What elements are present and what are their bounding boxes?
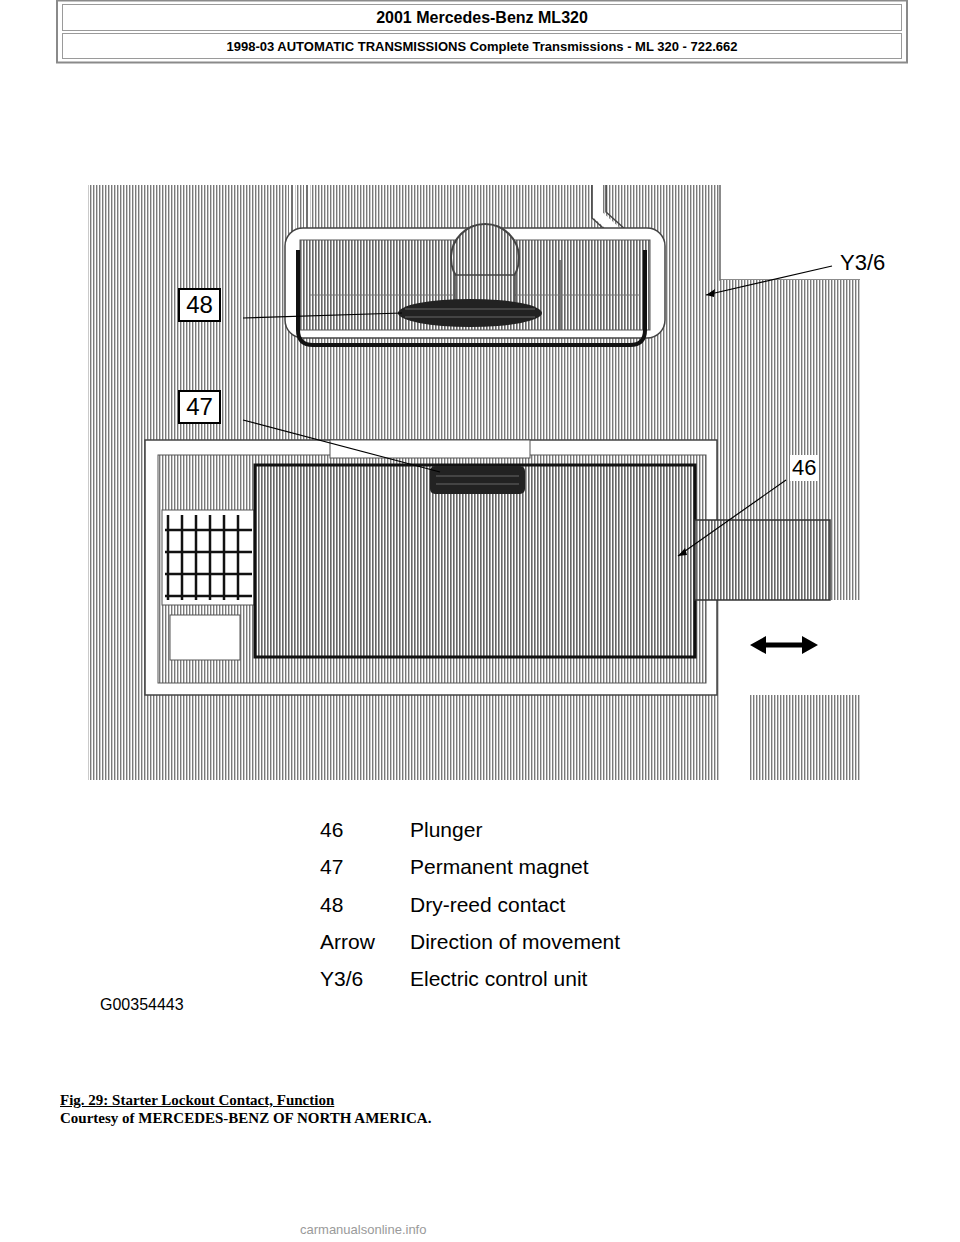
callout-box: 47: [178, 390, 221, 424]
legend-number: 48: [320, 893, 343, 917]
callout-box: 48: [178, 288, 221, 322]
legend-text: Dry-reed contact: [410, 893, 565, 917]
node-text: 47: [186, 393, 213, 421]
legend-number: 46: [320, 818, 343, 842]
header-subtitle-band: 1998-03 AUTOMATIC TRANSMISSIONS Complete…: [62, 33, 902, 59]
legend-number: Y3/6: [320, 967, 363, 991]
legend-text: Permanent magnet: [410, 855, 589, 879]
callout-label: Y3/6: [838, 250, 887, 276]
callout-number: 46: [790, 455, 818, 481]
legend-text: Plunger: [410, 818, 482, 842]
legend-text: Electric control unit: [410, 967, 587, 991]
legend-text: Direction of movement: [410, 930, 620, 954]
node-text: 2001 Mercedes-Benz ML320: [376, 9, 588, 27]
watermark: carmanualsonline.info: [300, 1222, 426, 1237]
node-text: 1998-03 AUTOMATIC TRANSMISSIONS Complete…: [226, 39, 737, 54]
node-text: 48: [186, 291, 213, 319]
figure-code: G00354443: [100, 996, 184, 1014]
courtesy-note: Courtesy of MERCEDES-BENZ OF NORTH AMERI…: [60, 1110, 431, 1127]
header-title-band: 2001 Mercedes-Benz ML320: [62, 4, 902, 31]
legend-number: 47: [320, 855, 343, 879]
figure-caption: Fig. 29: Starter Lockout Contact, Functi…: [60, 1092, 334, 1109]
legend-number: Arrow: [320, 930, 375, 954]
